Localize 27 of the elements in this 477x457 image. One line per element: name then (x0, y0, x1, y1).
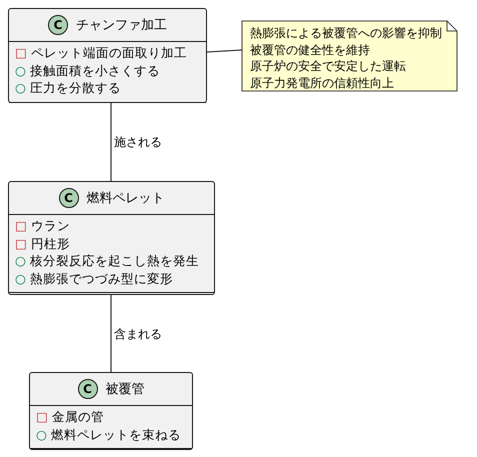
class-member: □ 円柱形 (15, 236, 70, 253)
note-text: 被覆管の健全性を維持 (250, 42, 371, 58)
class-member: ○ 燃料ペレットを束ねる (36, 426, 181, 444)
class-member: □ ペレット端面の面取り加工 (15, 45, 187, 62)
note-text: 熱膨張による被覆管への影響を抑制 (250, 25, 443, 42)
class-box (8, 8, 207, 103)
class-name: 燃料ペレット (86, 190, 164, 207)
class-member: ○ 熱膨張でつづみ型に変形 (15, 270, 173, 288)
class-box (29, 372, 193, 450)
edge-label: 施される (114, 134, 162, 151)
edge-label: 含まれる (114, 326, 162, 342)
connector-line (206, 50, 242, 52)
note-text: 原子力発電所の信頼性向上 (250, 74, 395, 91)
connector-line (110, 102, 112, 182)
class-member: ○ 圧力を分散する (15, 80, 121, 98)
note-text: 原子炉の安全で安定した運転 (250, 58, 407, 74)
connector-line (110, 294, 112, 372)
class-member: ○ 核分裂反応を起こし熱を発生 (15, 253, 199, 270)
class-member: □ ウラン (15, 218, 70, 236)
class-member: □ 金属の管 (36, 409, 104, 426)
class-box (8, 181, 215, 295)
class-icon: C (48, 15, 68, 35)
class-icon: C (58, 188, 78, 208)
class-member: ○ 接触面積を小さくする (15, 62, 160, 80)
class-icon: C (78, 379, 98, 399)
class-name: チャンファ加工 (76, 17, 167, 34)
class-name: 被覆管 (106, 381, 144, 398)
